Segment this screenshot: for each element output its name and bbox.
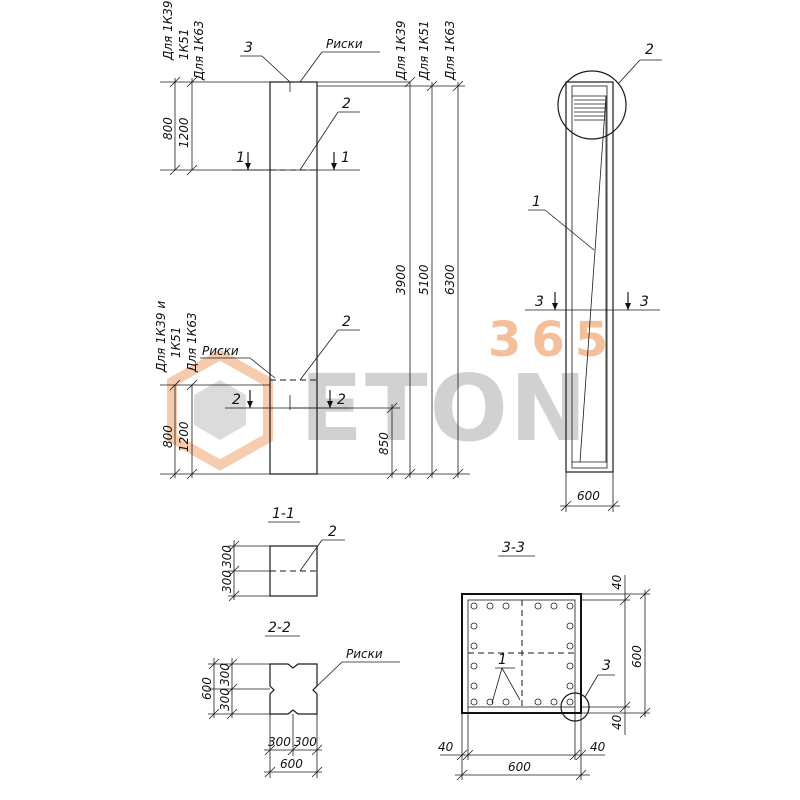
side-width-dim: 600 bbox=[577, 489, 600, 503]
top-label-1k39: Для 1К39 и bbox=[161, 0, 175, 61]
section-2-2-marks-label: Риски bbox=[346, 647, 383, 661]
cut-2-right-label: 2 bbox=[337, 392, 346, 408]
section-2-2-dim-bottom-left: 300 bbox=[268, 735, 291, 749]
detail-circle-2 bbox=[557, 70, 627, 140]
bottom-marks-label: Риски bbox=[202, 344, 239, 358]
right-label-1k51: Для 1К51 bbox=[417, 20, 431, 81]
height-3900: 3900 bbox=[394, 264, 408, 295]
bottom-dim-1200: 1200 bbox=[177, 421, 191, 452]
section-3-3-dim-right-bottom: 40 bbox=[610, 714, 624, 730]
section-3-3-title: 3-3 bbox=[502, 540, 525, 556]
bottom-label-1k39: Для 1К39 и bbox=[154, 301, 168, 373]
top-label-1k63: Для 1К63 bbox=[192, 20, 206, 81]
section-3-3-dim-bottom: 600 bbox=[508, 760, 531, 774]
height-6300: 6300 bbox=[443, 264, 457, 295]
top-dim-800: 800 bbox=[161, 117, 175, 140]
right-label-1k39: Для 1К39 bbox=[394, 20, 408, 81]
cut-1-left-label: 1 bbox=[236, 150, 245, 166]
cut-3-left-label: 3 bbox=[535, 294, 544, 310]
height-5100: 5100 bbox=[417, 264, 431, 295]
side-view-outer bbox=[565, 81, 614, 473]
top-marks-label: Риски bbox=[326, 37, 363, 51]
section-2-2: 2-2 Риски 600 300 300 300 300 600 bbox=[200, 620, 400, 778]
rebar-dots bbox=[470, 602, 574, 706]
section-3-3-callout-1: 1 bbox=[498, 652, 507, 668]
section-2-2-title: 2-2 bbox=[268, 620, 291, 636]
top-dim-1200: 1200 bbox=[177, 117, 191, 148]
cut-2-left-label: 2 bbox=[232, 392, 241, 408]
section-1-1-dim-top: 300 bbox=[220, 545, 234, 568]
callout-2-top: 2 bbox=[342, 96, 351, 112]
section-3-3-dim-right: 600 bbox=[630, 645, 644, 668]
section-3-3-outer bbox=[461, 593, 582, 714]
bottom-label-1k51: 1К51 bbox=[169, 327, 183, 358]
section-3-3-dim-bottom-left: 40 bbox=[438, 740, 454, 754]
bottom-label-1k63: Для 1К63 bbox=[185, 312, 199, 373]
watermark: 365 ETON bbox=[167, 312, 618, 471]
section-2-2-dim-600: 600 bbox=[200, 677, 214, 700]
section-2-2-dim-bottom-total: 600 bbox=[280, 757, 303, 771]
section-1-1: 1-1 2 300 300 bbox=[220, 506, 345, 602]
section-3-3-callout-3: 3 bbox=[602, 658, 611, 674]
side-callout-2: 2 bbox=[645, 42, 654, 58]
section-3-3-dim-bottom-right: 40 bbox=[590, 740, 606, 754]
section-2-2-dim-300-top: 300 bbox=[218, 663, 232, 686]
watermark-number: 365 bbox=[488, 312, 618, 368]
section-1-1-callout: 2 bbox=[328, 524, 337, 540]
cut-1-right-label: 1 bbox=[341, 150, 350, 166]
section-1-1-title: 1-1 bbox=[272, 506, 295, 522]
bottom-dim-800: 800 bbox=[161, 425, 175, 448]
side-view: 2 1 3 3 600 bbox=[525, 42, 662, 512]
column-elevation: 1 1 2 2 3 Риски 2 2 Риски bbox=[154, 0, 470, 480]
watermark-word: ETON bbox=[300, 355, 589, 462]
side-callout-1: 1 bbox=[532, 194, 541, 210]
section-3-3-dim-right-top: 40 bbox=[610, 574, 624, 590]
callout-2-bottom: 2 bbox=[342, 314, 351, 330]
dim-850: 850 bbox=[377, 432, 391, 455]
section-3-3: 3-3 1 3 bbox=[438, 540, 651, 781]
top-label-1k51: 1К51 bbox=[177, 29, 191, 60]
callout-3: 3 bbox=[244, 40, 253, 56]
section-2-2-dim-bottom-right: 300 bbox=[294, 735, 317, 749]
right-label-1k63: Для 1К63 bbox=[443, 20, 457, 81]
watermark-logo-icon bbox=[167, 349, 273, 471]
cut-3-right-label: 3 bbox=[640, 294, 649, 310]
section-2-2-body bbox=[269, 663, 318, 715]
section-1-1-dim-bottom: 300 bbox=[220, 570, 234, 593]
section-2-2-dim-300-bottom: 300 bbox=[218, 688, 232, 711]
